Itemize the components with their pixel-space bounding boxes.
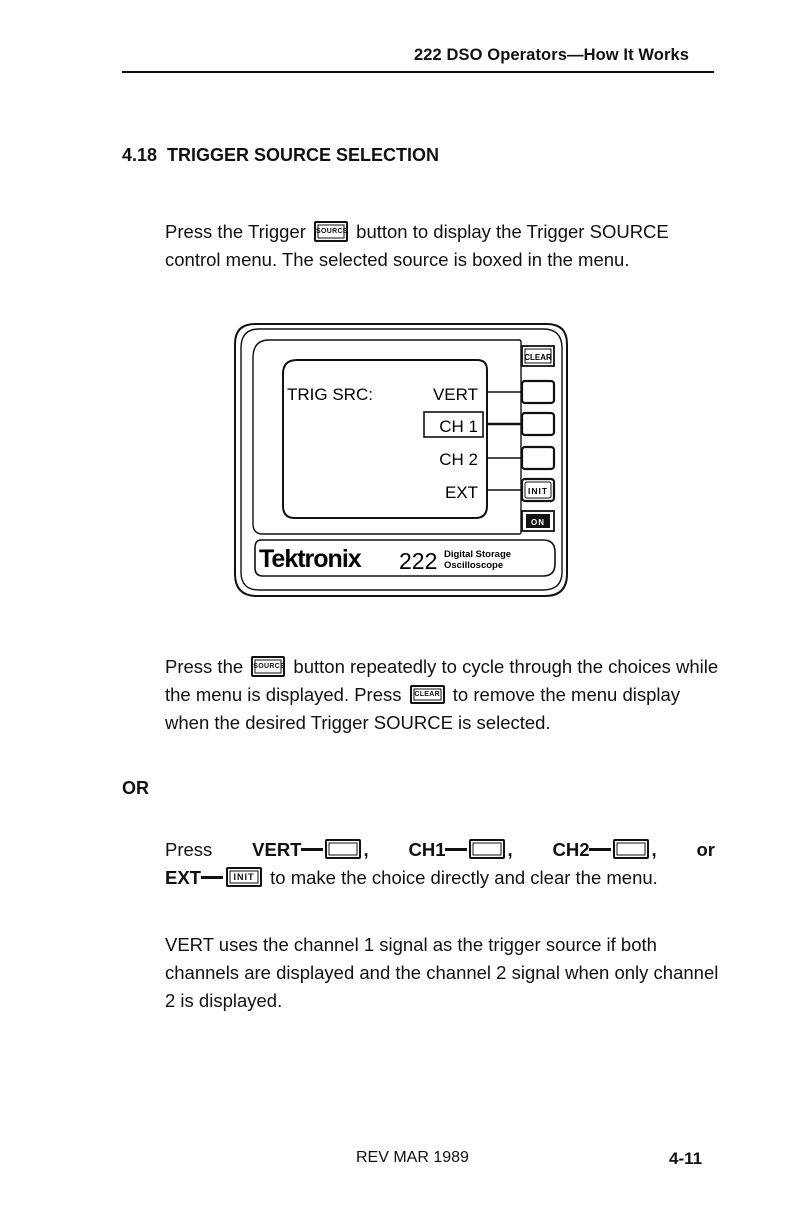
running-header: 222 DSO Operators—How It Works bbox=[414, 46, 690, 64]
ch1-label: CH1 bbox=[408, 839, 446, 860]
clear-button-label: CLEAR bbox=[524, 353, 552, 362]
or-label: OR bbox=[122, 778, 149, 798]
direct-ch2-group: CH2, bbox=[552, 836, 656, 864]
comma: , bbox=[651, 839, 657, 860]
direct-press: Press bbox=[165, 839, 213, 860]
menu-option-ch2: CH 2 bbox=[439, 450, 478, 469]
scope-panel-svg: TRIG SRC: VERT CH 1 CH 2 EXT CLEAR INIT … bbox=[234, 323, 568, 597]
leader-line bbox=[301, 847, 324, 851]
intro-text-2: button to display the Trigger SOURCE con… bbox=[165, 221, 669, 270]
menu-option-ext: EXT bbox=[445, 483, 478, 502]
source-key-icon: SOURCE bbox=[314, 220, 349, 242]
leader-line bbox=[445, 847, 468, 851]
cycle-text-2: button repeatedly to cycle through the c… bbox=[165, 656, 719, 705]
direct-ch1-group: CH1, bbox=[408, 836, 512, 864]
footer-page-number: 4-11 bbox=[669, 1149, 703, 1168]
cycle-text-1: Press the bbox=[165, 656, 249, 677]
menu-option-ch1: CH 1 bbox=[439, 417, 478, 436]
comma: , bbox=[507, 839, 513, 860]
model-number: 222 bbox=[399, 548, 437, 574]
direct-rest: to make the choice directly and clear th… bbox=[264, 867, 658, 888]
clear-key-icon: CLEAR bbox=[409, 684, 445, 704]
leader-line bbox=[200, 875, 223, 879]
direct-or: or bbox=[696, 839, 715, 860]
header-rule bbox=[122, 71, 714, 73]
init-key-icon: INIT bbox=[225, 867, 262, 888]
vert-note-paragraph: VERT uses the channel 1 signal as the tr… bbox=[165, 934, 719, 1011]
intro-paragraph: Press the Trigger SOURCE button to displ… bbox=[165, 218, 725, 274]
direct-line-2: EXT INIT to make the choice directly and … bbox=[165, 864, 725, 892]
direct-paragraph: Press VERT, CH1, CH2, or EXT INIT to make… bbox=[165, 836, 725, 892]
footer-revision: REV MAR 1989 bbox=[356, 1149, 469, 1166]
cycle-text-3: to remove the menu display when the desi… bbox=[165, 684, 681, 733]
section-title: 4.18 TRIGGER SOURCE SELECTION bbox=[122, 145, 440, 165]
comma: , bbox=[363, 839, 369, 860]
source-key-icon: SOURCE bbox=[251, 655, 286, 677]
direct-vert-group: VERT, bbox=[252, 836, 368, 864]
init-button-label: INIT bbox=[528, 486, 548, 496]
ext-label: EXT bbox=[165, 867, 201, 888]
vert-label: VERT bbox=[252, 839, 302, 860]
blank-key-icon bbox=[613, 839, 650, 860]
scope-illustration: TRIG SRC: VERT CH 1 CH 2 EXT CLEAR INIT … bbox=[233, 322, 569, 605]
leader-line bbox=[589, 847, 612, 851]
model-desc-line1: Digital Storage bbox=[444, 549, 511, 560]
cycle-paragraph: Press the SOURCE button repeatedly to cy… bbox=[165, 653, 725, 737]
menu-option-vert: VERT bbox=[433, 385, 478, 404]
brand-logo: Tektronix bbox=[259, 545, 362, 573]
direct-line-1: Press VERT, CH1, CH2, or bbox=[165, 836, 715, 864]
menu-title: TRIG SRC: bbox=[287, 385, 373, 404]
blank-key-icon bbox=[325, 839, 362, 860]
on-button-label: ON bbox=[531, 518, 545, 527]
ch2-label: CH2 bbox=[552, 839, 590, 860]
model-desc-line2: Oscilloscope bbox=[444, 560, 503, 571]
intro-text-1: Press the Trigger bbox=[165, 221, 312, 242]
blank-key-icon bbox=[469, 839, 506, 860]
